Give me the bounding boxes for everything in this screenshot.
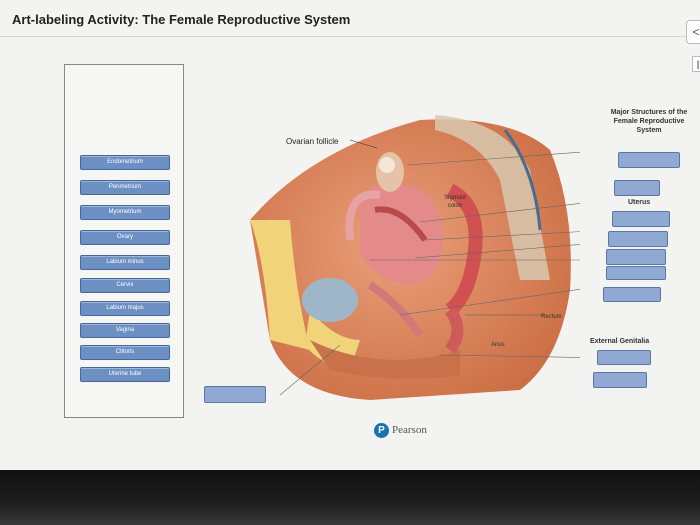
term-perimetrium[interactable]: Perimetrium bbox=[80, 180, 170, 195]
term-myometrium[interactable]: Myometrium bbox=[80, 205, 170, 220]
back-button[interactable]: < bbox=[686, 20, 700, 44]
label-ovarian-follicle: Ovarian follicle bbox=[286, 137, 339, 146]
drop-slot[interactable] bbox=[593, 372, 647, 388]
term-uterine-tube[interactable]: Uterine tube bbox=[80, 367, 170, 382]
term-cervix[interactable]: Cervix bbox=[80, 278, 170, 293]
drop-slot[interactable] bbox=[597, 350, 651, 365]
drop-slot[interactable] bbox=[603, 287, 661, 302]
legend-external-genitalia: External Genitalia bbox=[590, 338, 650, 345]
term-labium-majus[interactable]: Labium majus bbox=[80, 301, 170, 316]
monitor-bezel bbox=[0, 470, 700, 525]
drop-slot[interactable] bbox=[606, 249, 666, 265]
side-tab[interactable]: | bbox=[692, 56, 700, 72]
pearson-brand-text: Pearson bbox=[392, 424, 427, 436]
drop-slot[interactable] bbox=[608, 231, 668, 247]
term-labium-minus[interactable]: Labium minus bbox=[80, 255, 170, 270]
term-vagina[interactable]: Vagina bbox=[80, 323, 170, 338]
page-title: Art-labeling Activity: The Female Reprod… bbox=[12, 12, 351, 27]
drop-slot[interactable] bbox=[606, 266, 666, 280]
term-ovary[interactable]: Ovary bbox=[80, 230, 170, 245]
term-clitoris[interactable]: Clitoris bbox=[80, 345, 170, 360]
pearson-logo-icon: P bbox=[374, 422, 389, 438]
legend-uterus: Uterus bbox=[628, 199, 651, 206]
drop-slot[interactable] bbox=[204, 386, 266, 403]
screen: Art-labeling Activity: The Female Reprod… bbox=[0, 0, 700, 470]
header-divider bbox=[0, 36, 700, 37]
drop-slot[interactable] bbox=[614, 180, 660, 196]
word-bank: Endometrium Perimetrium Myometrium Ovary… bbox=[80, 139, 170, 385]
label-sigmoid-colon: Sigmoid colon bbox=[444, 195, 466, 209]
legend-heading: Major Structures of the Female Reproduct… bbox=[610, 109, 688, 134]
anatomy-illustration bbox=[250, 115, 580, 400]
drop-slot[interactable] bbox=[612, 211, 670, 227]
label-rectum: Rectum bbox=[541, 314, 562, 320]
pearson-logo: P Pearson bbox=[374, 422, 427, 438]
term-endometrium[interactable]: Endometrium bbox=[80, 155, 170, 170]
label-anus: Anus bbox=[491, 342, 505, 348]
drop-slot[interactable] bbox=[618, 152, 680, 168]
